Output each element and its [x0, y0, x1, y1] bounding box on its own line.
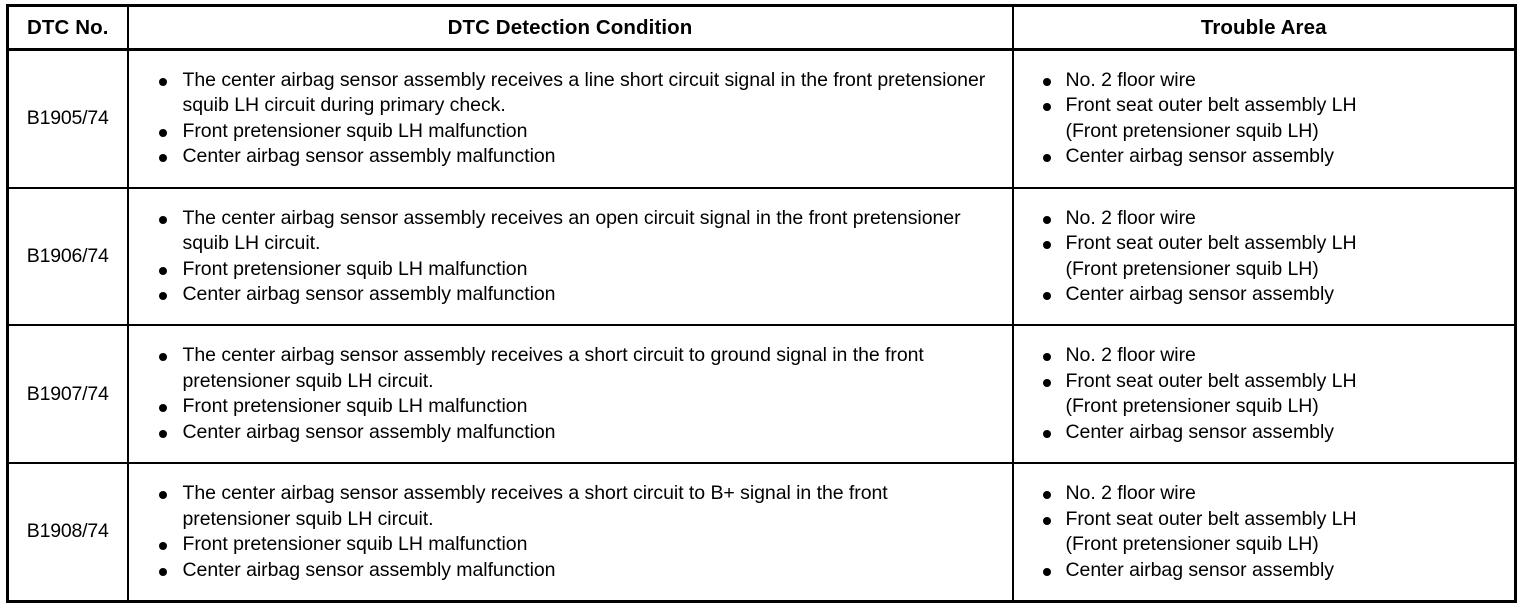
bullet-icon: [158, 429, 167, 438]
dtc-number-cell: B1907/74: [7, 324, 129, 464]
header-dtc-detection-condition: DTC Detection Condition: [127, 5, 1014, 51]
bullet-icon: [158, 567, 167, 576]
detection-condition-cell: The center airbag sensor assembly receiv…: [127, 186, 1014, 326]
table-row: B1905/74 The center airbag sensor assemb…: [7, 49, 1516, 188]
trouble-area-subtext: (Front pretensioner squib LH): [1065, 119, 1319, 142]
bullet-icon: [1042, 491, 1051, 500]
list-item: The center airbag sensor assembly receiv…: [158, 481, 1000, 532]
list-item: Front pretensioner squib LH malfunction: [158, 532, 1000, 558]
trouble-area-list: No. 2 floor wire Front seat outer belt a…: [1014, 65, 1515, 173]
trouble-area-cell: No. 2 floor wire Front seat outer belt a…: [1013, 50, 1516, 188]
list-item: Center airbag sensor assembly malfunctio…: [158, 282, 1000, 308]
bullet-icon: [158, 404, 167, 413]
table-header: DTC No. DTC Detection Condition Trouble …: [7, 5, 1516, 51]
trouble-area-list: No. 2 floor wire Front seat outer belt a…: [1014, 340, 1515, 448]
bullet-icon: [158, 266, 167, 275]
trouble-area-subtext: (Front pretensioner squib LH): [1065, 533, 1319, 556]
list-item: Front seat outer belt assembly LH(Front …: [1042, 507, 1505, 558]
bullet-icon: [1042, 378, 1051, 387]
list-item: Front pretensioner squib LH malfunction: [158, 394, 1000, 420]
list-item: Center airbag sensor assembly: [1042, 558, 1505, 584]
list-item: Front pretensioner squib LH malfunction: [158, 257, 1000, 283]
bullet-icon: [1042, 215, 1051, 224]
list-item: Center airbag sensor assembly malfunctio…: [158, 420, 1000, 446]
header-dtc-no: DTC No.: [7, 5, 129, 51]
trouble-area-cell: No. 2 floor wire Front seat outer belt a…: [1012, 324, 1516, 464]
header-row: DTC No. DTC Detection Condition Trouble …: [7, 5, 1516, 51]
bullet-icon: [1042, 241, 1051, 250]
detection-condition-list: The center airbag sensor assembly receiv…: [129, 65, 1012, 173]
detection-condition-cell: The center airbag sensor assembly receiv…: [127, 462, 1014, 602]
list-item: Center airbag sensor assembly malfunctio…: [158, 144, 1000, 170]
list-item: Front seat outer belt assembly LH(Front …: [1042, 231, 1505, 282]
bullet-icon: [158, 491, 167, 500]
list-item: Center airbag sensor assembly: [1042, 144, 1505, 170]
trouble-area-cell: No. 2 floor wire Front seat outer belt a…: [1012, 186, 1516, 326]
detection-condition-list: The center airbag sensor assembly receiv…: [129, 203, 1012, 311]
bullet-icon: [1042, 516, 1051, 525]
list-item: Center airbag sensor assembly: [1042, 282, 1505, 308]
bullet-icon: [158, 128, 167, 137]
detection-condition-cell: The center airbag sensor assembly receiv…: [127, 49, 1014, 188]
bullet-icon: [1042, 429, 1051, 438]
detection-condition-list: The center airbag sensor assembly receiv…: [129, 478, 1012, 586]
detection-condition-list: The center airbag sensor assembly receiv…: [129, 340, 1012, 448]
bullet-icon: [158, 353, 167, 362]
bullet-icon: [158, 292, 167, 301]
dtc-number-cell: B1905/74: [7, 49, 129, 188]
list-item: Front pretensioner squib LH malfunction: [158, 119, 1000, 145]
list-item: The center airbag sensor assembly receiv…: [158, 68, 1000, 119]
table-row: B1906/74 The center airbag sensor assemb…: [7, 186, 1516, 326]
bullet-icon: [158, 77, 167, 86]
list-item: Front seat outer belt assembly LH(Front …: [1042, 369, 1505, 420]
dtc-number-cell: B1906/74: [7, 186, 129, 326]
dtc-number-cell: B1908/74: [7, 462, 129, 602]
list-item: Front seat outer belt assembly LH(Front …: [1042, 93, 1505, 144]
table-row: B1908/74 The center airbag sensor assemb…: [7, 462, 1516, 602]
bullet-icon: [1042, 353, 1051, 362]
table-body: B1905/74 The center airbag sensor assemb…: [7, 49, 1516, 602]
bullet-icon: [1042, 103, 1051, 112]
list-item: Center airbag sensor assembly: [1042, 420, 1505, 446]
list-item: The center airbag sensor assembly receiv…: [158, 206, 1000, 257]
bullet-icon: [158, 542, 167, 551]
detection-condition-cell: The center airbag sensor assembly receiv…: [127, 324, 1014, 464]
trouble-area-list: No. 2 floor wire Front seat outer belt a…: [1014, 203, 1515, 311]
bullet-icon: [1042, 154, 1051, 163]
bullet-icon: [1042, 567, 1051, 576]
list-item: No. 2 floor wire: [1042, 206, 1505, 232]
trouble-area-list: No. 2 floor wire Front seat outer belt a…: [1014, 478, 1515, 586]
trouble-area-cell: No. 2 floor wire Front seat outer belt a…: [1012, 462, 1516, 602]
list-item: No. 2 floor wire: [1042, 481, 1505, 507]
bullet-icon: [158, 154, 167, 163]
trouble-area-subtext: (Front pretensioner squib LH): [1065, 395, 1319, 418]
list-item: Center airbag sensor assembly malfunctio…: [158, 558, 1000, 584]
list-item: No. 2 floor wire: [1042, 343, 1505, 369]
header-trouble-area: Trouble Area: [1012, 5, 1516, 51]
trouble-area-subtext: (Front pretensioner squib LH): [1065, 257, 1319, 280]
bullet-icon: [1042, 77, 1051, 86]
list-item: The center airbag sensor assembly receiv…: [158, 343, 1000, 394]
bullet-icon: [158, 215, 167, 224]
bullet-icon: [1042, 292, 1051, 301]
list-item: No. 2 floor wire: [1042, 68, 1505, 94]
table-row: B1907/74 The center airbag sensor assemb…: [7, 324, 1516, 464]
dtc-diagnostic-table: DTC No. DTC Detection Condition Trouble …: [6, 4, 1517, 603]
